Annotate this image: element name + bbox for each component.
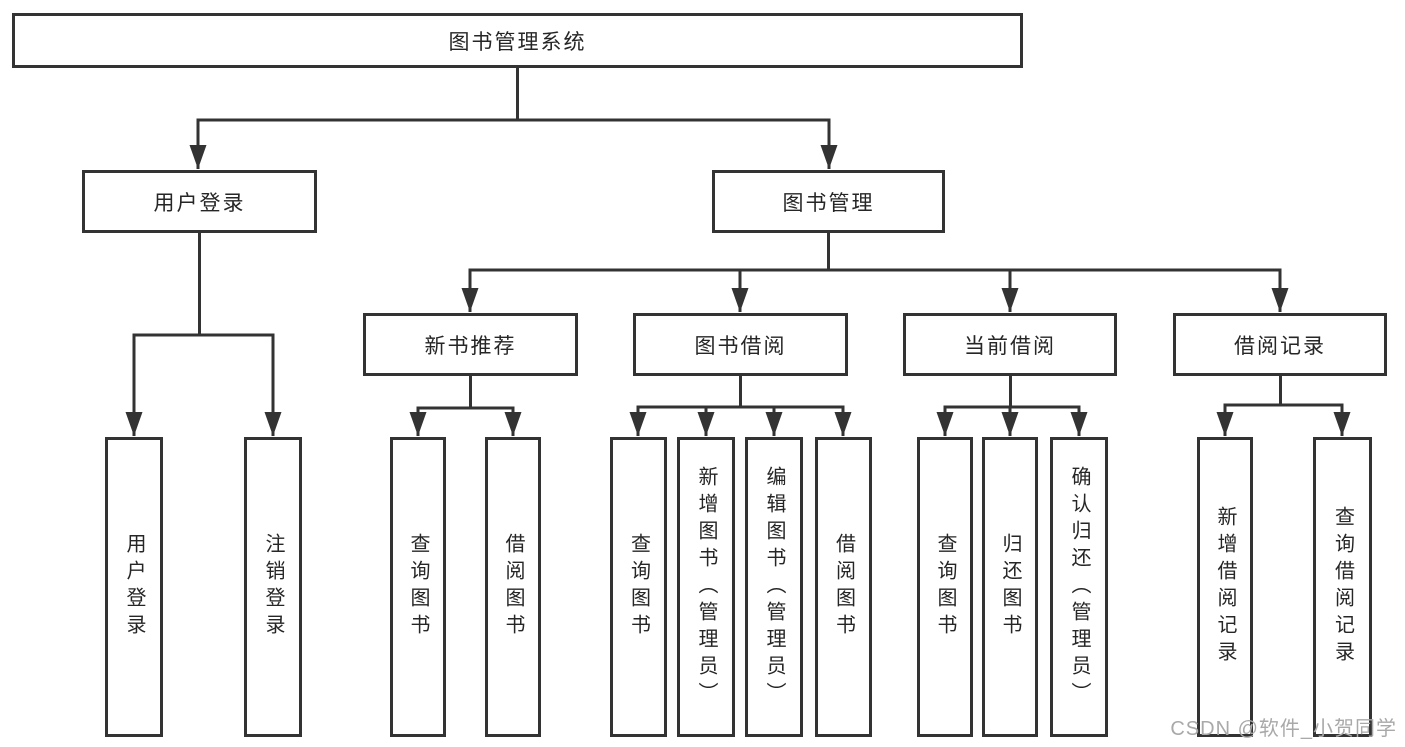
node-book-mgmt: 图书管理: [712, 170, 945, 233]
node-leaf-bb-edit: 编辑图书（管理员）: [745, 437, 803, 737]
node-current-borrow-label: 当前借阅: [964, 334, 1056, 358]
connector-new-book: [409, 376, 522, 436]
connector-borrow-record: [1216, 376, 1351, 436]
connector-user-login: [125, 233, 282, 436]
node-leaf-cb-confirm: 确认归还（管理员）: [1050, 437, 1108, 737]
node-leaf-bb-add-label: 新增图书（管理员）: [695, 465, 717, 709]
node-leaf-nb-borrow: 借阅图书: [485, 437, 541, 737]
node-leaf-br-add: 新增借阅记录: [1197, 437, 1253, 737]
watermark-text: CSDN @软件_小贺同学: [1170, 718, 1397, 740]
node-leaf-bb-query: 查询图书: [610, 437, 667, 737]
node-leaf-cb-confirm-label: 确认归还（管理员）: [1068, 465, 1090, 709]
node-book-borrow: 图书借阅: [633, 313, 848, 376]
node-leaf-nb-borrow-label: 借阅图书: [502, 533, 524, 641]
node-leaf-cb-query-label: 查询图书: [934, 533, 956, 641]
node-leaf-br-query: 查询借阅记录: [1313, 437, 1372, 737]
node-new-book-rec-label: 新书推荐: [424, 334, 517, 358]
connector-current-borrow: [936, 376, 1088, 436]
node-leaf-bb-add: 新增图书（管理员）: [677, 437, 735, 737]
node-root: 图书管理系统: [12, 13, 1023, 68]
node-leaf-cb-return-label: 归还图书: [999, 533, 1021, 641]
node-leaf-bb-borrow-label: 借阅图书: [832, 533, 855, 641]
node-user-login-label: 用户登录: [153, 191, 246, 215]
node-leaf-user-login: 用户登录: [105, 437, 163, 737]
node-leaf-bb-query-label: 查询图书: [627, 533, 650, 641]
node-leaf-br-query-label: 查询借阅记录: [1331, 506, 1354, 668]
node-book-mgmt-label: 图书管理: [782, 191, 875, 215]
node-user-login: 用户登录: [82, 170, 317, 233]
node-root-label: 图书管理系统: [448, 30, 587, 54]
node-leaf-br-add-label: 新增借阅记录: [1214, 506, 1236, 668]
connector-root-to-level2: [189, 68, 838, 169]
connector-book-borrow: [629, 376, 852, 436]
node-leaf-cb-return: 归还图书: [982, 437, 1038, 737]
node-leaf-cb-query: 查询图书: [917, 437, 973, 737]
node-current-borrow: 当前借阅: [903, 313, 1117, 376]
node-leaf-user-login-label: 用户登录: [123, 533, 145, 641]
node-borrow-record: 借阅记录: [1173, 313, 1387, 376]
node-leaf-logout: 注销登录: [244, 437, 302, 737]
node-leaf-nb-query-label: 查询图书: [407, 533, 429, 641]
node-leaf-nb-query: 查询图书: [390, 437, 446, 737]
node-book-borrow-label: 图书借阅: [694, 334, 787, 358]
node-leaf-bb-edit-label: 编辑图书（管理员）: [763, 465, 785, 709]
node-new-book-rec: 新书推荐: [363, 313, 578, 376]
node-borrow-record-label: 借阅记录: [1234, 334, 1326, 358]
connector-book-mgmt: [461, 233, 1289, 312]
node-leaf-bb-borrow: 借阅图书: [815, 437, 872, 737]
node-leaf-logout-label: 注销登录: [262, 533, 284, 641]
